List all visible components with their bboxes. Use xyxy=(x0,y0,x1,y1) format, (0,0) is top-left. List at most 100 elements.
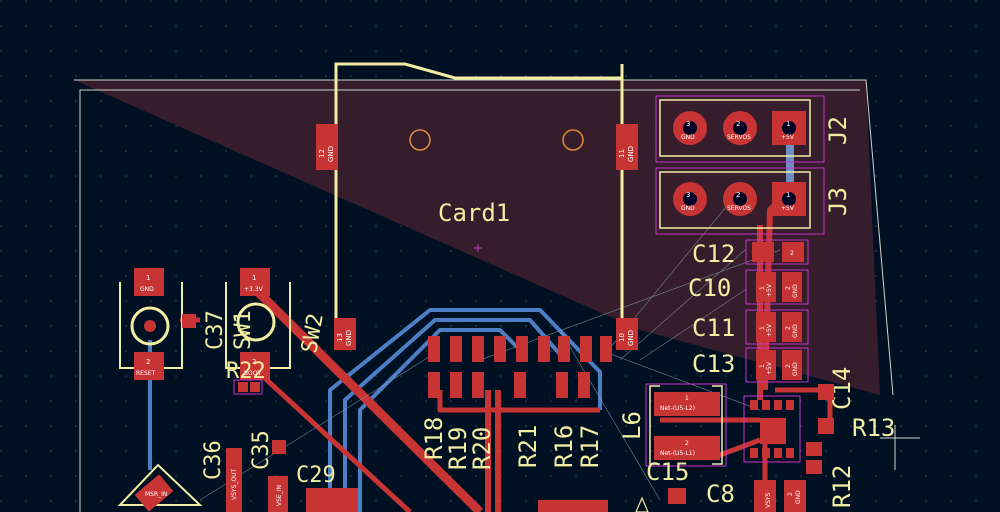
svg-text:10: 10 xyxy=(618,333,626,342)
j3-label: J3 xyxy=(824,187,852,216)
card1-anchor xyxy=(474,244,482,252)
svg-text:2: 2 xyxy=(146,358,150,366)
svg-text:2: 2 xyxy=(785,286,792,290)
svg-text:2: 2 xyxy=(685,440,689,447)
svg-text:2: 2 xyxy=(736,191,740,199)
r12-part[interactable] xyxy=(806,442,822,474)
c37-label: C37 xyxy=(203,310,228,350)
svg-text:GND: GND xyxy=(345,330,353,346)
svg-text:3: 3 xyxy=(686,191,690,199)
c8-part[interactable]: VSYS 2 GND xyxy=(754,480,806,512)
svg-text:+5V: +5V xyxy=(781,134,795,141)
svg-text:BOOT: BOOT xyxy=(244,370,261,377)
c10-label: C10 xyxy=(688,274,731,302)
svg-text:2: 2 xyxy=(252,358,256,366)
card1-pad-12[interactable]: 12 GND xyxy=(316,124,338,170)
svg-text:Net-(U5-L1): Net-(U5-L1) xyxy=(660,450,695,457)
r13-label: R13 xyxy=(852,414,895,442)
svg-text:1: 1 xyxy=(759,326,766,330)
svg-text:+5V: +5V xyxy=(766,323,773,337)
sw1-switch[interactable]: 1 +3.3V 2 BOOT xyxy=(225,268,291,395)
card1-hole-right xyxy=(562,129,584,151)
svg-text:2: 2 xyxy=(736,120,740,128)
r18-label: R18 xyxy=(420,417,448,460)
svg-text:GND: GND xyxy=(327,146,335,162)
j3-connector[interactable]: 3 GND 2 SERVOS 1 +5V xyxy=(655,167,825,235)
svg-text:+5V: +5V xyxy=(781,205,795,212)
c11-label: C11 xyxy=(692,314,735,342)
copper-zone[interactable] xyxy=(74,80,880,395)
card1-hole-left xyxy=(409,129,431,151)
svg-text:SERVOS: SERVOS xyxy=(727,205,751,212)
c10-part[interactable]: 1 +5V 2 GND xyxy=(745,269,809,305)
card1-pad-11[interactable]: 11 GND xyxy=(616,124,638,170)
c36-label: C36 xyxy=(201,440,226,480)
svg-text:1: 1 xyxy=(146,274,150,282)
svg-text:13: 13 xyxy=(336,333,344,342)
svg-text:RESET: RESET xyxy=(136,370,156,377)
c13-part[interactable]: 1 +5V 2 GND xyxy=(745,347,809,383)
svg-text:1: 1 xyxy=(685,395,689,402)
sw2-switch[interactable]: 1 GND 2 RESET xyxy=(119,268,196,380)
card1-pad-13[interactable]: 13 GND xyxy=(334,318,356,350)
svg-text:+3.3V: +3.3V xyxy=(244,286,264,293)
u5-ic[interactable] xyxy=(743,395,801,463)
j2-label: J2 xyxy=(824,116,852,145)
svg-text:MSR_IN: MSR_IN xyxy=(145,491,167,498)
c12-label: C12 xyxy=(692,240,735,268)
resistor-array[interactable] xyxy=(428,336,612,398)
l6-label: L6 xyxy=(618,411,646,440)
c29-label: C29 xyxy=(296,463,336,488)
svg-text:1: 1 xyxy=(786,120,790,128)
r20-label: R20 xyxy=(468,427,496,470)
j2-connector[interactable]: 3 GND 2 SERVOS 1 +5V xyxy=(655,95,825,163)
svg-text:VSYS: VSYS xyxy=(765,492,772,508)
c8-label: C8 xyxy=(706,480,735,508)
c35-label: C35 xyxy=(249,430,274,470)
svg-text:GND: GND xyxy=(795,490,802,504)
svg-text:GND: GND xyxy=(681,205,695,212)
sw1-label: SW1 xyxy=(231,310,256,350)
svg-text:2: 2 xyxy=(787,492,794,496)
svg-text:GND: GND xyxy=(681,134,695,141)
r12-label: R12 xyxy=(828,465,856,508)
svg-text:2: 2 xyxy=(785,326,792,330)
c11-part[interactable]: 1 +5V 2 GND xyxy=(745,309,809,345)
r19-label: R19 xyxy=(444,427,472,470)
svg-text:11: 11 xyxy=(618,149,626,158)
svg-text:GND: GND xyxy=(140,286,154,293)
svg-text:Net-(U5-L2): Net-(U5-L2) xyxy=(660,405,695,412)
svg-text:12: 12 xyxy=(318,149,326,158)
svg-text:SERVOS: SERVOS xyxy=(727,134,751,141)
bottom-center-part[interactable] xyxy=(306,488,608,512)
bottom-left-caps[interactable]: VSYS_OUT VSE_IN MSR_IN xyxy=(117,440,288,512)
l6-inductor[interactable]: 1 Net-(U5-L2) 2 Net-(U5-L1) xyxy=(645,383,727,467)
svg-text:1: 1 xyxy=(786,191,790,199)
svg-text:1: 1 xyxy=(759,364,766,368)
r17-label: R17 xyxy=(576,425,604,468)
c14-part[interactable] xyxy=(818,384,834,434)
r16-label: R16 xyxy=(550,425,578,468)
svg-text:VSYS_OUT: VSYS_OUT xyxy=(231,468,238,500)
r13-anchor xyxy=(880,425,920,470)
r21-label: R21 xyxy=(514,425,542,468)
card1-label: Card1 xyxy=(438,199,510,227)
card1-outline[interactable] xyxy=(334,62,624,320)
svg-text:1: 1 xyxy=(252,274,256,282)
svg-text:3: 3 xyxy=(686,120,690,128)
c12-part[interactable]: 2 xyxy=(745,239,809,265)
c15-part[interactable] xyxy=(635,488,686,512)
c13-label: C13 xyxy=(692,350,735,378)
card1-pad-10[interactable]: 10 GND xyxy=(616,318,638,350)
r22-label: R22 xyxy=(226,359,266,384)
svg-text:GND: GND xyxy=(792,324,799,338)
svg-text:GND: GND xyxy=(627,146,635,162)
svg-text:VSE_IN: VSE_IN xyxy=(276,485,283,506)
svg-text:GND: GND xyxy=(627,330,635,346)
svg-text:2: 2 xyxy=(785,364,792,368)
c15-label: C15 xyxy=(646,458,689,486)
svg-text:GND: GND xyxy=(792,284,799,298)
svg-text:+5V: +5V xyxy=(766,361,773,375)
board-edge-inner xyxy=(79,89,860,512)
